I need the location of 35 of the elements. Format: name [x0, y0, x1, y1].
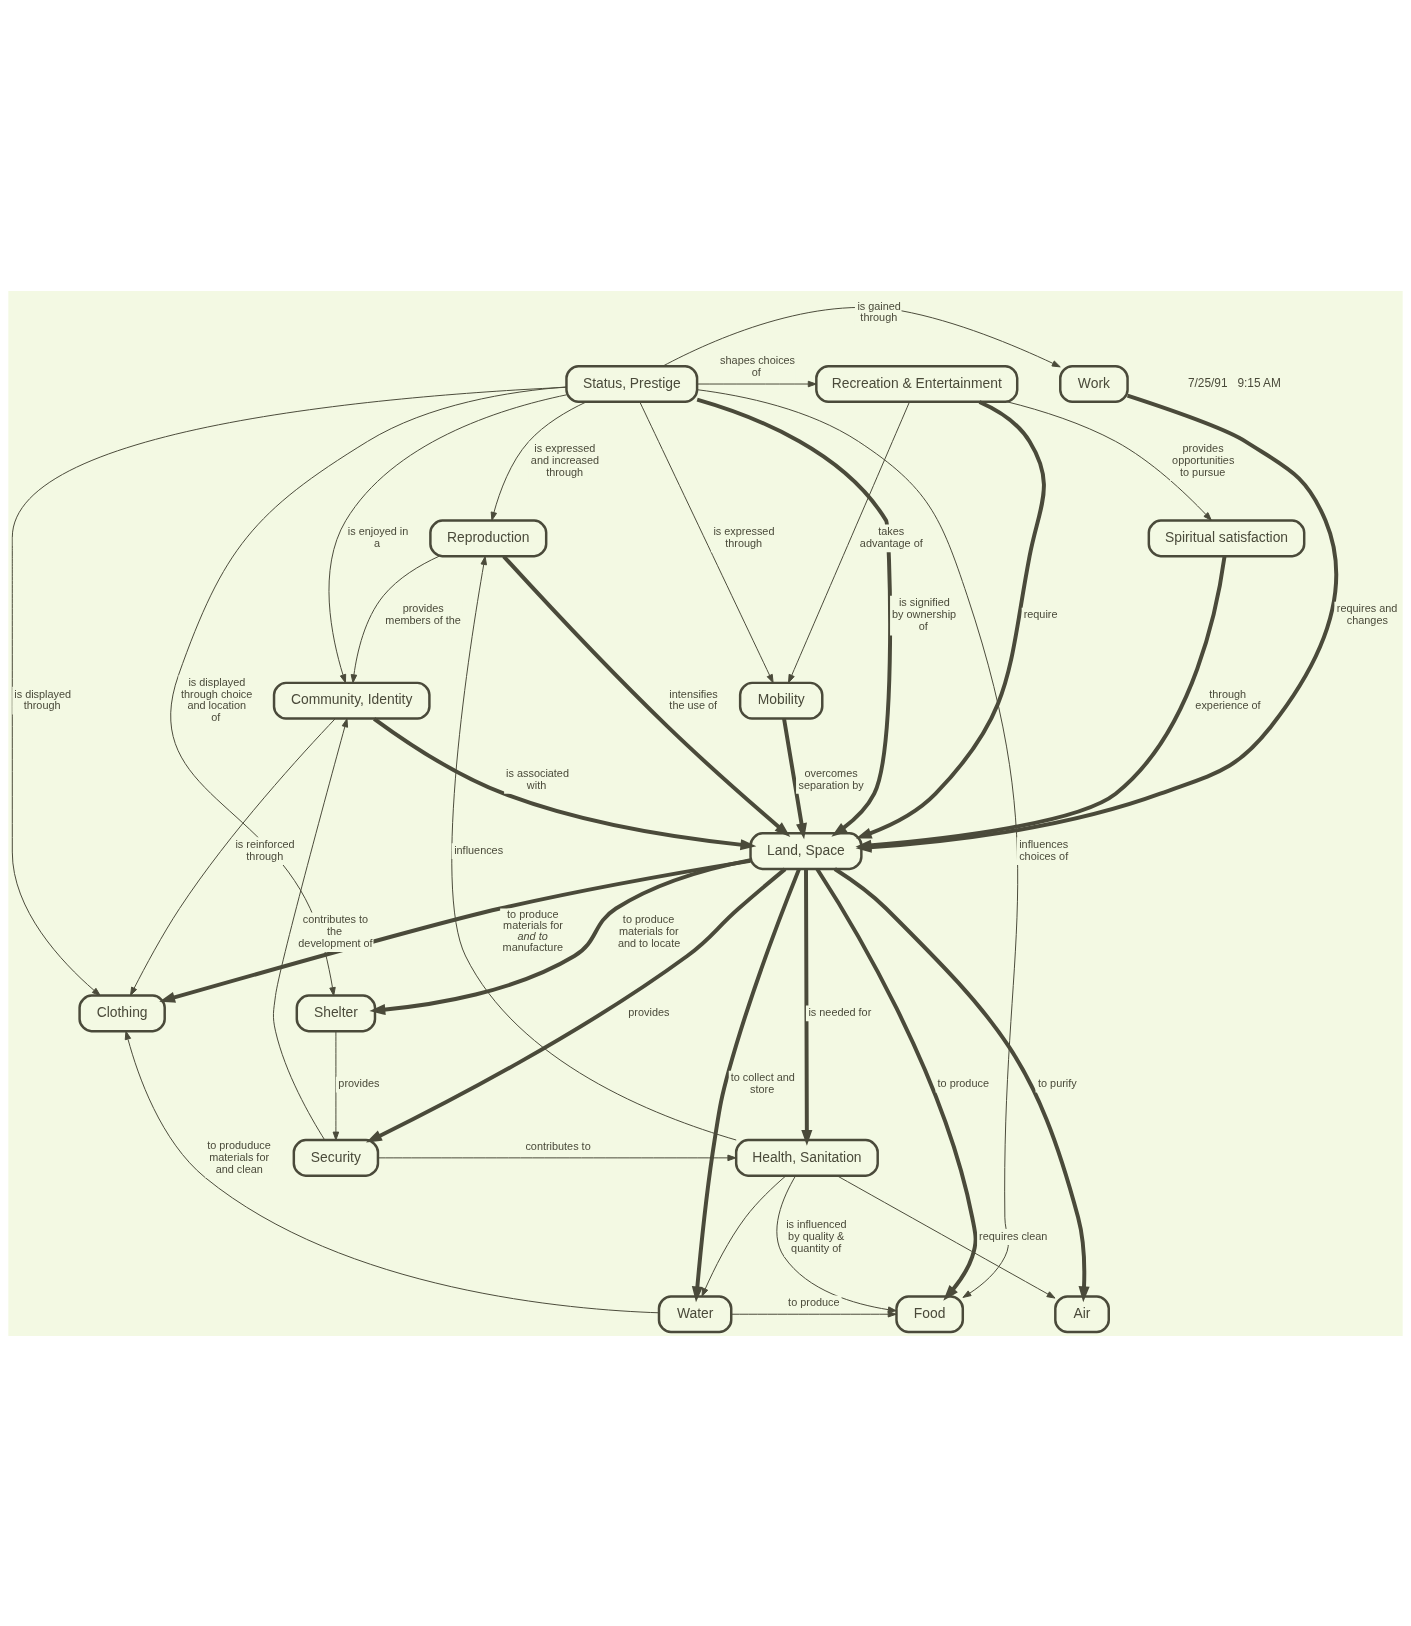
- edge-label: to produce: [788, 1295, 840, 1308]
- edge-label: to purify: [1038, 1076, 1077, 1089]
- edge-label: is expressed and increased through: [530, 441, 600, 478]
- edge-label: is reinforced through: [235, 837, 295, 862]
- edge-label: provides: [628, 1005, 670, 1018]
- edge-label: provides: [338, 1076, 380, 1089]
- edge-label: require: [1023, 607, 1058, 620]
- edge-label: to collect and store: [730, 1070, 795, 1095]
- edge-label: to produce: [937, 1076, 989, 1089]
- edge-label: requires clean: [979, 1229, 1048, 1242]
- edge-label: is associated with: [506, 766, 569, 791]
- edge-label: influences choices of: [1019, 837, 1069, 862]
- edge-label: intensifies the use of: [669, 687, 718, 711]
- edge-label: is needed for: [808, 1005, 872, 1018]
- edge-label: takes advantage of: [859, 524, 923, 549]
- edge-label: is signified by ownership of: [892, 595, 957, 632]
- edge-label: is enjoyed in a: [347, 524, 409, 549]
- edge-label: is influenced by quality & quantity of: [786, 1217, 847, 1254]
- edge-label: overcomes separation by: [798, 766, 864, 791]
- edge-label: contributes to: [525, 1139, 591, 1152]
- edge-label: to produce materials for and to manufacture: [502, 907, 564, 953]
- label: 7/25/91 9:15 AM: [1187, 375, 1281, 390]
- edge-label: is displayed through: [14, 687, 72, 711]
- edge-label: requires and changes: [1336, 601, 1398, 626]
- edge-label: to produduce materials for and clean: [207, 1138, 271, 1175]
- edge-label: is gained through: [857, 299, 901, 323]
- edge-label: through experience of: [1195, 687, 1261, 711]
- edge-label: influences: [454, 843, 504, 856]
- edge-label: to produce materials for and to locate: [617, 912, 681, 949]
- edge-label: is displayed through choice and location of: [181, 675, 253, 723]
- edge-label: provides opportunities to pursue: [1172, 441, 1235, 478]
- edge-label: is expressed through: [713, 524, 775, 549]
- edge-label: provides members of the: [385, 601, 461, 626]
- edge-label: contributes to the development of: [298, 912, 373, 949]
- edge-label: shapes choices of: [720, 353, 796, 378]
